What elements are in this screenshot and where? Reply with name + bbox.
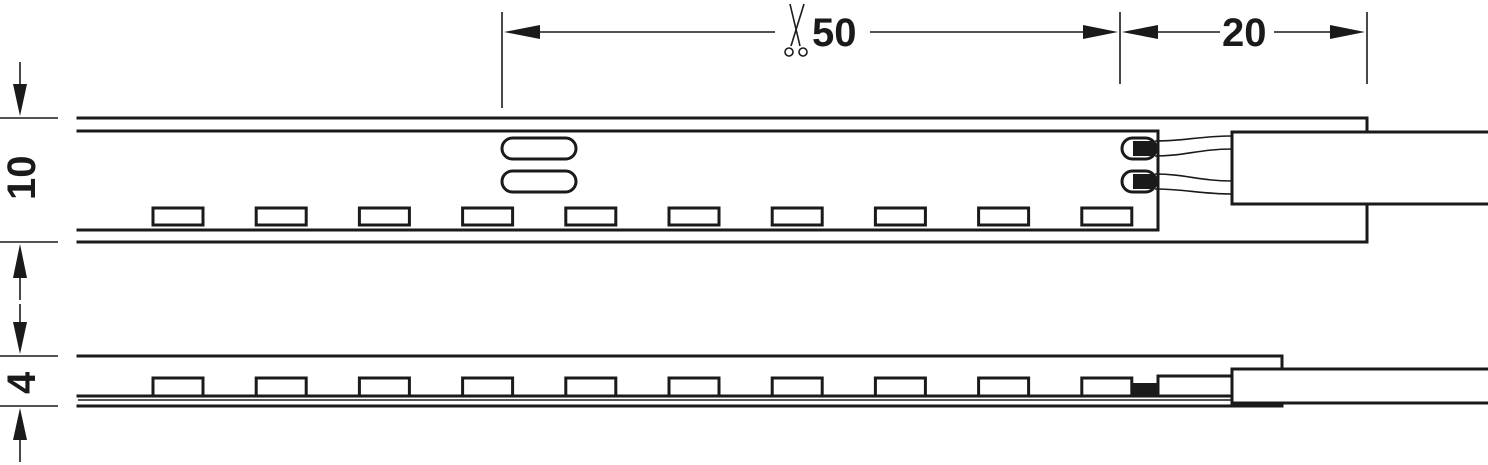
- arrow-head: [504, 25, 540, 39]
- led-chip: [151, 206, 205, 227]
- solder-pad: [500, 136, 578, 161]
- led-chip: [254, 206, 308, 227]
- dimension-width: 10: [0, 62, 58, 300]
- dimension-label-50: 50: [812, 11, 857, 55]
- led-chip: [667, 206, 721, 227]
- led-chip: [873, 206, 927, 227]
- dimension-label-20: 20: [1222, 11, 1267, 55]
- led-chip: [873, 376, 927, 398]
- led-chip: [770, 376, 824, 398]
- led-chip: [564, 206, 618, 227]
- led-row-top-view: [151, 206, 1134, 227]
- dimension-connector-length: 20: [1122, 11, 1368, 84]
- solder-pad: [1120, 169, 1158, 194]
- led-chip: [357, 206, 411, 227]
- led-row-side-view: [151, 376, 1134, 398]
- led-chip: [564, 376, 618, 398]
- led-chip: [254, 376, 308, 398]
- led-chip: [151, 376, 205, 398]
- arrow-head: [13, 408, 27, 440]
- dimension-height: 4: [0, 304, 58, 462]
- led-chip: [1080, 206, 1134, 227]
- arrow-head: [13, 322, 27, 354]
- led-chip: [977, 376, 1031, 398]
- scissors-icon: [784, 3, 808, 57]
- led-chip: [357, 376, 411, 398]
- led-chip: [1080, 376, 1134, 398]
- led-chip: [770, 206, 824, 227]
- wire-joint: [1133, 383, 1158, 396]
- solder-pad: [1120, 136, 1158, 161]
- connector-block: [1156, 374, 1234, 398]
- arrow-head: [1083, 25, 1118, 39]
- solder-pad: [500, 169, 578, 194]
- wire-joint: [1133, 174, 1155, 189]
- dimension-cut-length: 50: [501, 3, 1121, 108]
- arrow-head: [13, 244, 27, 278]
- wire-joint: [1133, 141, 1155, 156]
- led-chip: [461, 206, 515, 227]
- dimension-label-4: 4: [0, 371, 44, 394]
- strip-top-view: [76, 116, 1488, 244]
- strip-side-view: [76, 354, 1488, 408]
- led-chip: [667, 376, 721, 398]
- led-chip: [461, 376, 515, 398]
- led-chip: [977, 206, 1031, 227]
- arrow-head: [1122, 25, 1158, 39]
- arrow-head: [13, 84, 27, 116]
- arrow-head: [1330, 25, 1365, 39]
- dimension-label-10: 10: [0, 156, 44, 201]
